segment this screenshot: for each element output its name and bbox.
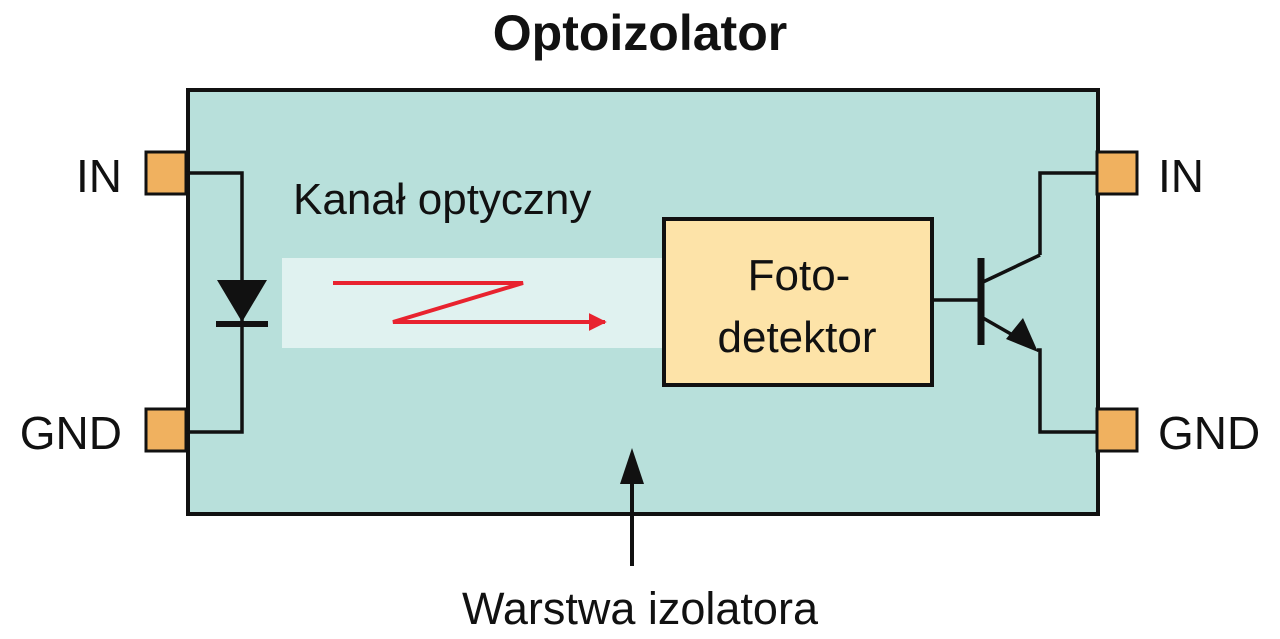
optical-channel-label: Kanał optyczny [293,175,591,224]
pin-label-left-in: IN [76,150,122,202]
pin-label-left-gnd: GND [20,407,122,459]
photodetector-label-line1: Foto- [748,251,851,300]
emitter-wire [1037,348,1097,434]
light-zigzag-arrow-icon [333,281,607,331]
npn-phototransistor-icon [977,253,1041,352]
pin-label-right-in: IN [1158,150,1204,202]
photodetector-label-line2: detektor [718,313,877,362]
collector-wire [1038,171,1097,255]
insulator-layer-label: Warstwa izolatora [462,583,819,634]
led-diode-icon [216,280,268,327]
optical-channel-band [282,258,666,348]
pin-right-in [1095,150,1139,196]
pointer-arrow-icon [620,448,644,566]
pin-left-gnd [144,407,188,453]
diagram-title: Optoizolator [493,5,787,61]
photodetector-box [662,217,934,387]
pin-label-right-gnd: GND [1158,407,1260,459]
pin-right-gnd [1095,407,1139,453]
pin-left-in [144,150,188,196]
